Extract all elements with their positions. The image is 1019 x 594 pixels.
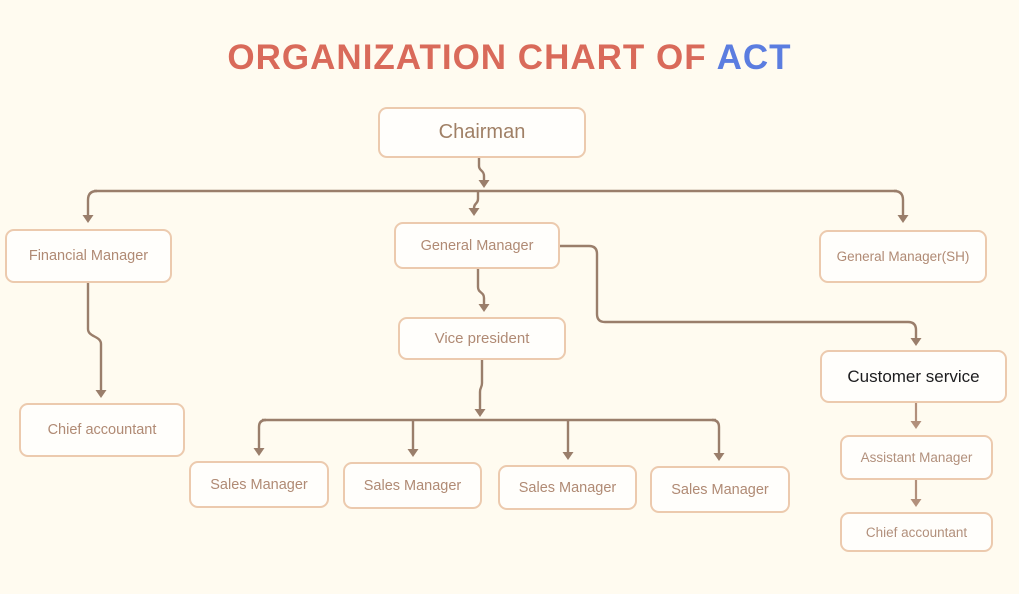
node-general-manager: General Manager xyxy=(394,222,560,269)
node-vice-president: Vice president xyxy=(398,317,566,360)
connector-financial-manager-to-chief-accountant xyxy=(86,283,107,398)
title-highlight: ACT xyxy=(716,38,792,77)
node-chief-accountant-right: Chief accountant xyxy=(840,512,993,552)
node-sales-manager-1: Sales Manager xyxy=(189,461,329,508)
node-chief-accountant-left: Chief accountant xyxy=(19,403,185,457)
node-sales-manager-4: Sales Manager xyxy=(650,466,790,513)
node-assistant-manager: Assistant Manager xyxy=(840,435,993,480)
connector-sales-spine-to-sales-1 xyxy=(253,418,267,456)
connector-sales-spine-to-sales-4 xyxy=(711,418,725,461)
connector-spine-to-general-manager xyxy=(468,191,480,216)
title-main: ORGANIZATION CHART OF xyxy=(227,38,707,77)
node-chairman: Chairman xyxy=(378,107,586,158)
node-sales-manager-2: Sales Manager xyxy=(343,462,482,509)
connector-vice-president-to-sales-spine xyxy=(474,360,486,417)
connector-spine-to-general-manager-sh xyxy=(893,189,909,223)
connector-chairman-to-spine xyxy=(477,158,490,188)
connector-spine-to-financial-manager xyxy=(82,189,98,223)
node-sales-manager-3: Sales Manager xyxy=(498,465,637,510)
connector-general-manager-to-customer-service xyxy=(560,244,922,346)
node-customer-service: Customer service xyxy=(820,350,1007,403)
connector-general-manager-to-vice-president xyxy=(476,269,490,312)
node-general-manager-sh: General Manager(SH) xyxy=(819,230,987,283)
node-financial-manager: Financial Manager xyxy=(5,229,172,283)
